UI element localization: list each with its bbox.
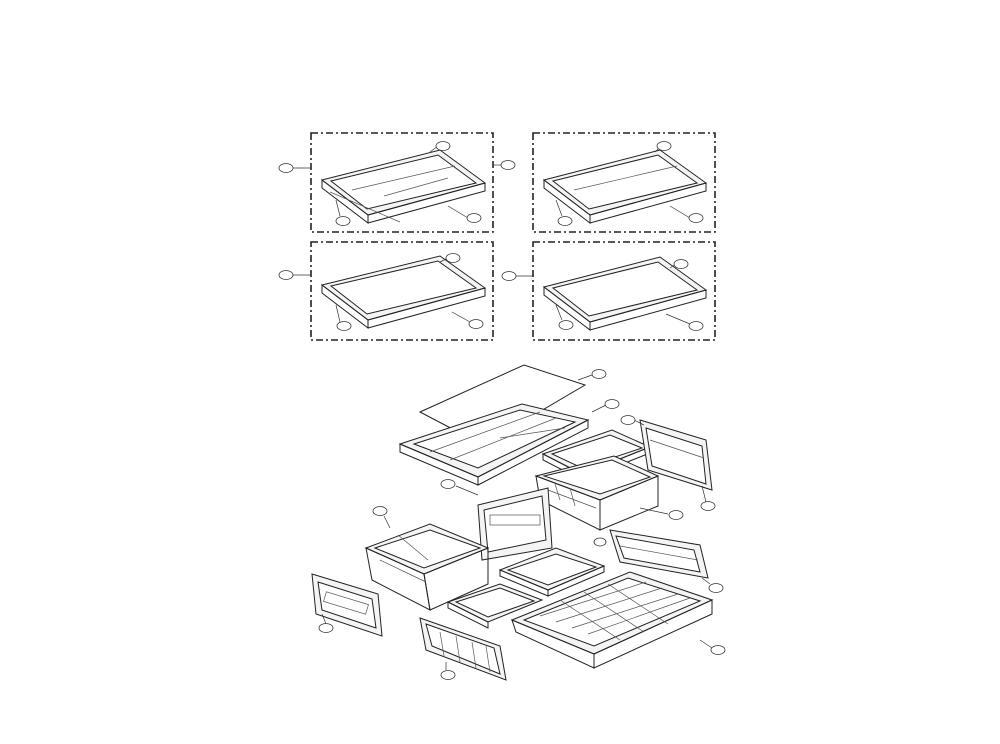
- bottom-front-bracket: [419, 617, 507, 681]
- part-callout: [620, 415, 645, 426]
- part-callout: [699, 639, 726, 655]
- shelf-variant-panel-top-right: [532, 132, 716, 233]
- part-callout: [555, 304, 574, 330]
- crisper-cover-frame: [398, 399, 620, 486]
- part-callout: [440, 479, 479, 496]
- part-callout: [439, 253, 461, 263]
- center-crisper-drawer: [534, 455, 684, 531]
- panel-callout-mid-bottom: [501, 271, 533, 281]
- part-callout: [318, 613, 334, 633]
- right-rail-lower: [609, 529, 724, 593]
- part-callout: [639, 507, 684, 520]
- part-callout: [665, 313, 704, 331]
- part-callout: [440, 662, 456, 680]
- middle-small-shelf: [498, 547, 606, 597]
- part-callout: [700, 485, 716, 511]
- part-callout: [654, 141, 672, 153]
- part-callout: [447, 205, 482, 223]
- right-rail-upper: [620, 415, 716, 511]
- part-callout: [555, 199, 573, 226]
- part-callout: [591, 399, 620, 413]
- part-callout: [669, 259, 689, 269]
- part-callout: [429, 141, 451, 153]
- panel-callout-mid-top: [493, 160, 516, 170]
- center-front-cover: [440, 479, 607, 561]
- bottom-deep-tray: [510, 571, 726, 669]
- lower-glass-shelf: [446, 583, 544, 629]
- part-callout: [335, 304, 352, 331]
- part-callout: [669, 205, 704, 223]
- left-front-cover: [311, 573, 383, 637]
- part-callout: [372, 506, 391, 529]
- shelf-variant-panel-bottom-right: [532, 241, 716, 341]
- panel-callout-left-bottom: [278, 270, 311, 280]
- shelf-variant-panel-bottom-left: [310, 241, 494, 341]
- left-crisper-drawer: [364, 506, 490, 611]
- part-callout: [577, 369, 607, 381]
- part-callout: [701, 577, 724, 593]
- shelf-variant-panel-top-left: [310, 132, 494, 233]
- panel-callout-left-top: [278, 163, 311, 173]
- part-callout: [335, 199, 351, 226]
- part-callout: [451, 311, 484, 329]
- part-callout: [593, 537, 607, 547]
